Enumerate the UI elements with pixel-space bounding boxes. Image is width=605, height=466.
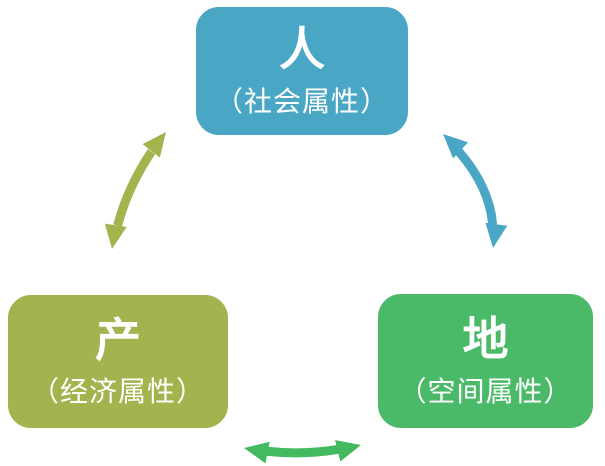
arrow-people-industry-icon [104,130,169,249]
node-industry-subtitle: （经济属性） [30,375,205,409]
node-people-title: 人 [279,22,325,77]
arrow-people-land-body [439,131,498,248]
arrow-industry-land-body [244,440,362,458]
arrow-people-land-head-bottom [485,222,508,248]
node-people-subtitle: （社会属性） [214,84,389,118]
node-land-subtitle: （空间属性） [398,374,573,408]
node-industry: 产 （经济属性） [3,290,233,433]
arrow-industry-land-icon [244,440,362,464]
arrow-people-industry-head-top [142,132,166,158]
arrow-people-industry-head-bottom [104,223,127,249]
arrow-industry-land-head-left [244,441,270,464]
arrow-industry-land-head-right [335,440,361,462]
arrow-people-land-icon [439,131,508,248]
arrow-people-industry-body [108,130,169,249]
node-land-title: 地 [462,312,509,367]
node-land: 地 （空间属性） [373,289,598,433]
arrow-people-land-head-top [443,134,469,159]
node-industry-title: 产 [95,312,141,367]
node-people: 人 （社会属性） [191,2,413,140]
